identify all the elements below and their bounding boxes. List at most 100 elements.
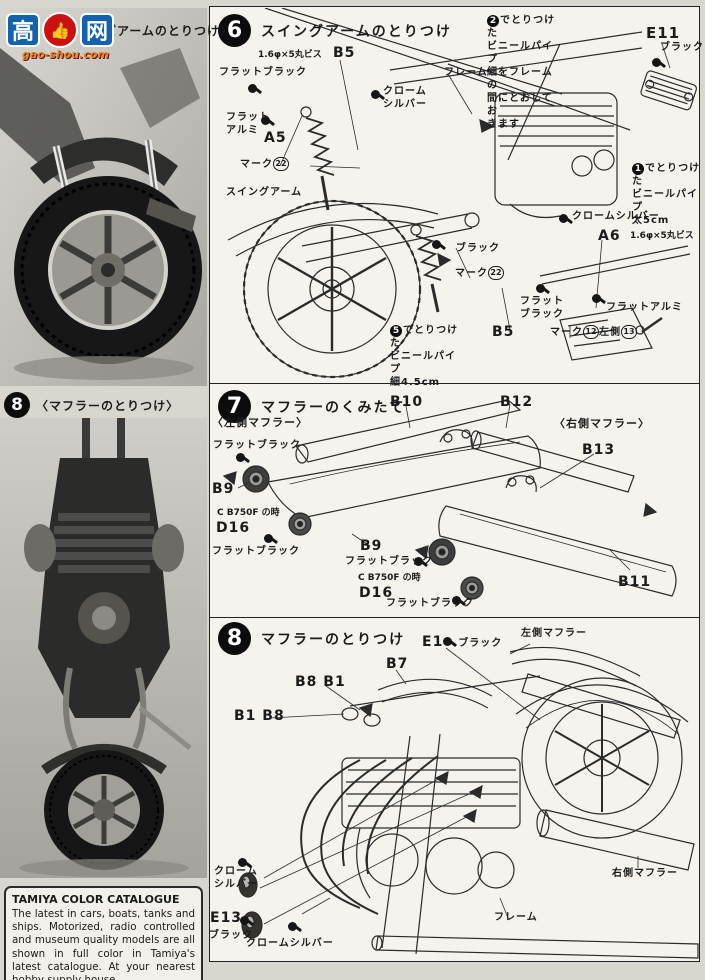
circled-2: 2 [487, 15, 499, 27]
paint-screw-icon [536, 284, 545, 293]
mark-text: マーク [240, 159, 273, 170]
part-label-e1: E1 [422, 634, 444, 650]
part-label-b5-top: B5 [333, 45, 356, 61]
paint-label-flat-alumi: フラット アルミ [226, 112, 270, 136]
paint-screw-icon [264, 534, 273, 543]
paint-screw-icon [443, 637, 458, 647]
paint-screw-icon [248, 84, 257, 93]
paint-label-black: ブラック [209, 930, 253, 941]
mark-text: 左側 [599, 327, 621, 338]
frame-label: フレーム [444, 67, 488, 78]
right-muffler-label: 右側マフラー [612, 868, 678, 879]
right-muffler-label: 〈右側マフラー〉 [554, 417, 650, 430]
logo-right-glyph: 网 [80, 13, 114, 47]
part-label-b7: B7 [386, 656, 409, 672]
photo2-heading: 8 〈マフラーのとりつけ〉 [4, 392, 179, 418]
section6-title: スイングアームのとりつけ [261, 23, 452, 40]
part-label-b9-mid: B9 [360, 538, 383, 554]
paint-label-black-shock: ブラック [456, 243, 500, 254]
part-label-b9-left: B9 [212, 481, 235, 497]
part-label-b8-b1: B8 B1 [295, 674, 346, 690]
paint-screw-icon [238, 858, 247, 867]
section7-title: マフラーのくみたて [261, 399, 406, 416]
frame-label: フレーム [494, 912, 538, 923]
instruction-panel [209, 6, 700, 962]
paint-label-flat-black: フラットブラック [219, 67, 307, 78]
paint-screw-icon [288, 922, 297, 931]
paint-label-flat-black: フラットブラック [213, 440, 301, 451]
paint-label-chrome-silver: クロームシルバー [246, 938, 334, 949]
paint-label-flat-black: フラット ブラック [520, 296, 564, 320]
section7-header: 7 マフラーのくみたて [218, 390, 406, 423]
photo2-caption: 〈マフラーのとりつけ〉 [36, 398, 180, 413]
note-text: でとりつけた ビニールパイプ 太5cm [632, 163, 701, 226]
part-label-a5: A5 [264, 130, 287, 146]
part-label-d16-left: D16 [216, 520, 251, 536]
section8-number: 8 [218, 622, 251, 655]
paint-screw-icon [652, 58, 661, 67]
circled-13: 13 [621, 325, 637, 339]
watermark-domain: gao-shou.com [22, 48, 109, 61]
screw-spec-label: 1.6φ×5丸ビス [630, 231, 694, 241]
paint-screw-icon [452, 596, 461, 605]
paint-label-flat-alumi: フラットアルミ [606, 302, 683, 313]
paint-label-chrome-silver: クローム シルバー [214, 866, 258, 890]
circled-12: 12 [583, 325, 599, 339]
section6-number: 6 [218, 14, 251, 47]
part-label-b10: B10 [390, 394, 424, 410]
paint-label-flat-black: フラットブラック [212, 546, 300, 557]
step8-circle: 8 [4, 392, 30, 418]
screw-spec-label: 1.6φ×5丸ビス [258, 50, 322, 60]
part-label-d16-mid: D16 [359, 585, 394, 601]
paint-label-chrome-silver: クロームシルバー [572, 211, 660, 222]
swingarm-label: スイングアーム [226, 187, 303, 198]
part-label-e11: E11 [646, 24, 681, 42]
paint-label-black: ブラック [458, 638, 503, 649]
watermark-logo: 高 👍 网 [6, 12, 114, 48]
paint-screw-icon [592, 294, 601, 303]
photo-swingarm-rear-view [0, 8, 207, 386]
mark-text: マーク [455, 268, 488, 279]
paint-screw-icon [236, 453, 245, 462]
paint-screw-icon [240, 916, 249, 925]
part-label-e1-black: E1 ブラック [422, 634, 502, 652]
section6-header: 6 スイングアームのとりつけ [218, 14, 452, 47]
paint-screw-icon [414, 557, 423, 566]
thumbs-up-icon: 👍 [42, 12, 78, 48]
part-label-b1-b8: B1 B8 [234, 708, 285, 724]
paint-label-black-e11: ブラック [660, 42, 704, 53]
cb750f-note: C B750F の時 [358, 573, 421, 583]
part-label-b12: B12 [500, 394, 534, 410]
mark-text: マーク [550, 327, 583, 338]
left-muffler-label: 〈左側マフラー〉 [212, 416, 308, 429]
circled-1: 1 [632, 163, 644, 175]
note-text: でとりつけた ビニールパイプ 細をフレームの 間にとおしてお きます [487, 15, 556, 130]
circled-22: 22 [488, 266, 504, 280]
cb750f-note: C B750F の時 [217, 508, 280, 518]
paint-screw-icon [559, 214, 568, 223]
paint-screw-icon [432, 240, 441, 249]
paint-label-flat-black: フラットブラック [345, 556, 433, 567]
part-label-b11: B11 [618, 574, 652, 590]
section8-title: マフラーのとりつけ [261, 631, 406, 648]
left-muffler-label: 左側マフラー [521, 628, 587, 639]
section-divider-2 [209, 617, 700, 618]
section8-header: 8 マフラーのとりつけ [218, 622, 405, 655]
paint-screw-icon [371, 90, 380, 99]
section-divider-1 [209, 383, 700, 384]
note-text: でとりつけた ビニールパイプ 細4.5cm [390, 325, 459, 388]
catalogue-body: The latest in cars, boats, tanks and shi… [12, 908, 195, 980]
part-label-a6: A6 [598, 228, 621, 244]
catalogue-title: TAMIYA COLOR CATALOGUE [12, 893, 180, 906]
photo1-caption: グアームのとりつけ〉 [104, 24, 234, 38]
logo-left-glyph: 高 [6, 13, 40, 47]
part-label-b13: B13 [582, 442, 616, 458]
circled-5: 5 [390, 325, 402, 337]
